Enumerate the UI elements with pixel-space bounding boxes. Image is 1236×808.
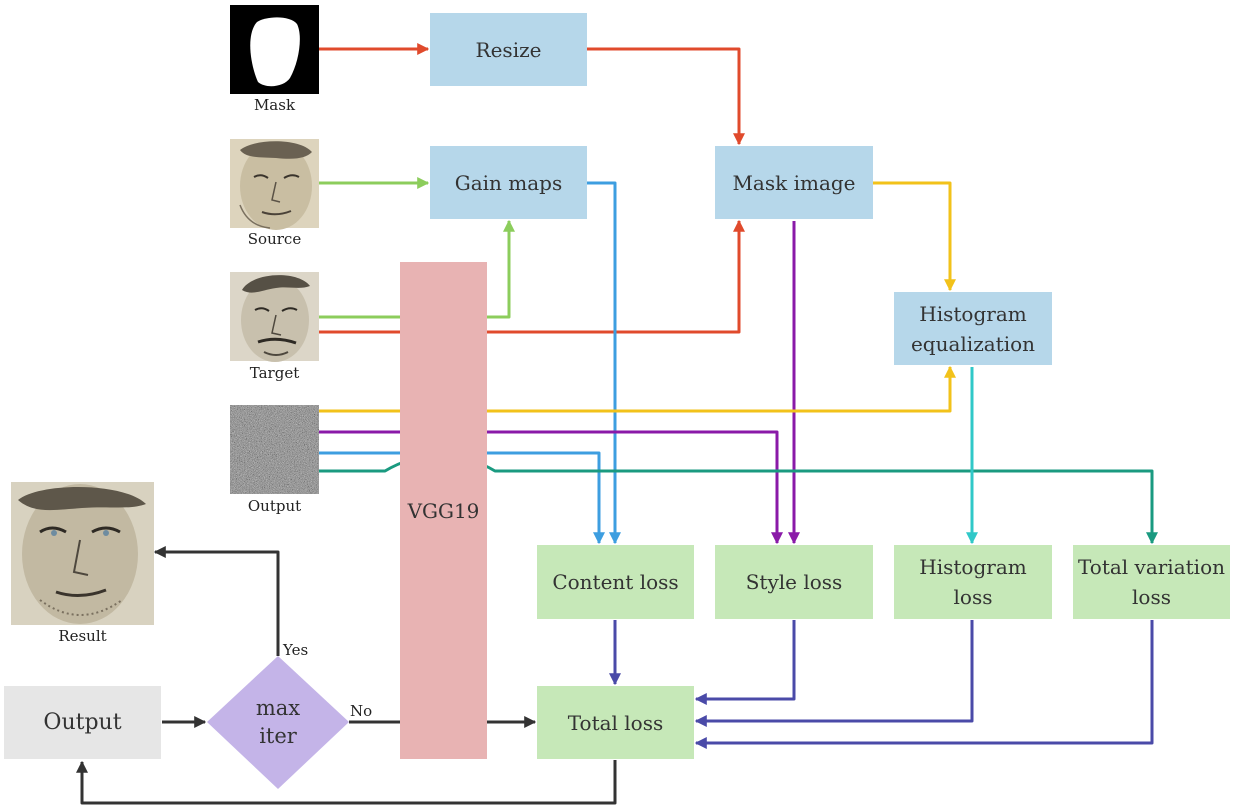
total-loss-box: Total loss (537, 686, 694, 759)
gain-maps-box: Gain maps (430, 146, 587, 219)
mask-thumbnail (230, 5, 319, 94)
edge-output-to-style-loss (318, 430, 783, 545)
edge-total-variation-loss-to-total-loss (694, 620, 1154, 749)
edge-total-loss-to-output (76, 760, 617, 805)
edge-resize-to-mask-image (587, 47, 745, 146)
result-caption: Result (58, 627, 107, 645)
source-thumbnail (230, 139, 319, 230)
edge-histogram-loss-to-total-loss (694, 620, 974, 727)
content-loss-box: Content loss (537, 545, 694, 619)
edge-mask-image-to-histogram-equalization (873, 181, 956, 292)
source-caption: Source (247, 230, 302, 248)
yes-label: Yes (283, 641, 309, 659)
edge-decision-yes-to-result (153, 546, 280, 656)
histogram-equalization-box: Histogram equalization (894, 292, 1052, 365)
total-variation-loss-box: Total variation loss (1073, 545, 1230, 619)
style-loss-box: Style loss (715, 545, 873, 619)
result-thumbnail (11, 482, 154, 625)
output-caption: Output (247, 497, 302, 515)
edge-gain-maps-to-content-loss (587, 181, 621, 545)
resize-box: Resize (430, 13, 587, 86)
edge-target-to-gain-maps (318, 219, 515, 319)
output-box: Output (4, 686, 161, 759)
target-thumbnail (230, 272, 319, 362)
vgg19-label: VGG19 (407, 498, 480, 523)
decision-label: max iter (255, 696, 301, 748)
histogram-loss-box: Histogram loss (894, 545, 1052, 619)
edge-target-to-mask-image (318, 219, 745, 334)
mask-image-box: Mask image (715, 146, 873, 219)
edge-output-to-histogram-equalization (318, 365, 956, 413)
output-noise-thumbnail (230, 405, 319, 494)
no-label: No (350, 702, 373, 720)
target-caption: Target (249, 364, 300, 382)
decision-diamond (207, 656, 349, 789)
mask-caption: Mask (253, 96, 296, 114)
edge-style-loss-to-total-loss (694, 620, 796, 705)
vgg19-network-bar: VGG19 (400, 262, 487, 759)
